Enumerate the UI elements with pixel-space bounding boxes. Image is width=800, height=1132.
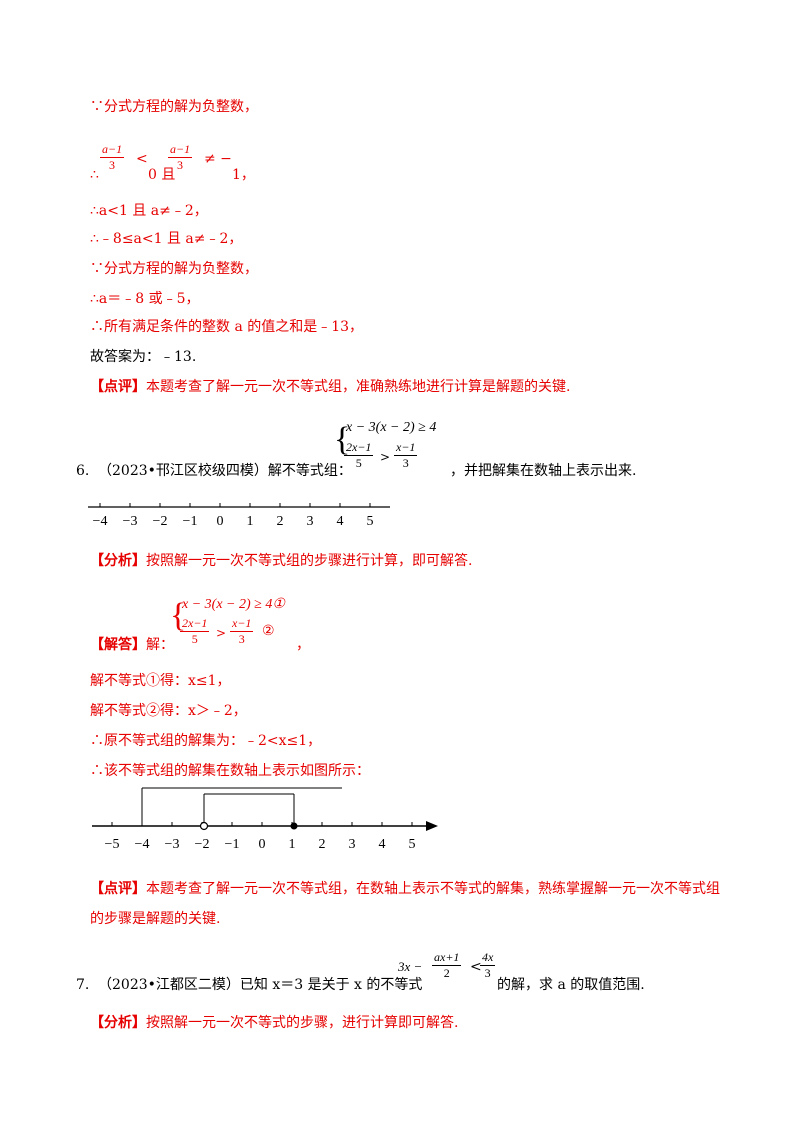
comment-text: 本题考查了解一元一次不等式组，准确熟练地进行计算是解题的关键. bbox=[146, 379, 571, 395]
solution-line: ∵分式方程的解为负整数， bbox=[90, 99, 258, 115]
axis-tick-label: 3 bbox=[349, 837, 356, 852]
axis-tick-label: −2 bbox=[153, 514, 168, 529]
axis-tick-label: −1 bbox=[225, 837, 240, 852]
axis-tick-label: −4 bbox=[135, 837, 150, 852]
closed-circle-marker bbox=[290, 822, 298, 830]
axis-tick-label: −3 bbox=[123, 514, 138, 529]
comment-text: 本题考查了解一元一次不等式组，在数轴上表示不等式的解集，熟练掌握解一元一次不等式… bbox=[146, 881, 720, 897]
less-than-sign: < bbox=[470, 959, 482, 975]
greater-than-sign: > bbox=[216, 626, 227, 640]
axis-tick-label: 2 bbox=[319, 837, 326, 852]
solution-line: 解不等式①得：x≤1， bbox=[90, 673, 231, 689]
question-text: ，并把解集在数轴上表示出来. bbox=[450, 463, 637, 479]
solution-line: ∴所有满足条件的整数 a 的值之和是﹣13， bbox=[90, 319, 364, 335]
greater-than-sign: > bbox=[380, 450, 391, 464]
number-line: −4 −3 −2 −1 0 1 2 3 4 5 bbox=[88, 503, 390, 529]
analysis-text: 按照解一元一次不等式组的步骤进行计算，即可解答. bbox=[146, 553, 473, 569]
answer-text: 解： bbox=[146, 637, 174, 653]
fraction: x−1 3 bbox=[230, 616, 254, 646]
axis-tick-label: −4 bbox=[93, 514, 108, 529]
axis-tick-label: 4 bbox=[337, 514, 344, 529]
comment-line: 【点评】本题考查了解一元一次不等式组，在数轴上表示不等式的解集，熟练掌握解一元一… bbox=[90, 880, 720, 898]
answer-line: 故答案为：﹣13. bbox=[90, 349, 197, 365]
solution-line: 解不等式②得：x＞﹣2， bbox=[90, 703, 247, 719]
fraction: a−1 3 bbox=[168, 142, 193, 172]
solution-line: ∴原不等式组的解集为：﹣2<x≤1， bbox=[90, 733, 322, 749]
analysis-line: 【分析】按照解一元一次不等式的步骤，进行计算即可解答. bbox=[90, 1014, 458, 1032]
comment-line: 【点评】本题考查了解一元一次不等式组，准确熟练地进行计算是解题的关键. bbox=[90, 378, 570, 396]
not-equal-sign: ≠ − bbox=[204, 151, 232, 167]
solution-text: 1， bbox=[232, 167, 255, 183]
axis-tick-label: −1 bbox=[183, 514, 198, 529]
answer-text: ， bbox=[296, 637, 310, 653]
axis-tick-label: 3 bbox=[307, 514, 314, 529]
analysis-text: 按照解一元一次不等式的步骤，进行计算即可解答. bbox=[146, 1015, 459, 1031]
inequality-lead: 3x − bbox=[398, 959, 423, 974]
open-circle-marker bbox=[199, 821, 209, 831]
axis-tick-label: 0 bbox=[217, 514, 224, 529]
question-source: （2023•邗江区校级四模）解不等式组： bbox=[98, 463, 352, 479]
therefore-symbol: ∴ bbox=[90, 167, 99, 183]
question-number: 6. bbox=[76, 463, 90, 479]
answer-line: 【解答】解： bbox=[90, 636, 174, 654]
question-text: 的解，求 a 的取值范围. bbox=[497, 977, 645, 993]
analysis-line: 【分析】按照解一元一次不等式组的步骤进行计算，即可解答. bbox=[90, 552, 472, 570]
solution-line: ∵分式方程的解为负整数， bbox=[90, 261, 258, 277]
fraction: x−1 3 bbox=[394, 440, 418, 470]
question-source: （2023•江都区二模）已知 x＝3 是关于 x 的不等式 bbox=[98, 977, 423, 993]
axis-tick-label: 1 bbox=[247, 514, 254, 529]
axis-tick-label: 5 bbox=[367, 514, 374, 529]
answer-tag: 【解答】 bbox=[90, 637, 146, 653]
circle-two-mark: ② bbox=[262, 623, 275, 639]
question-number: 7. bbox=[76, 977, 90, 993]
axis-tick-label: 4 bbox=[379, 837, 386, 852]
axis-tick-label: −3 bbox=[165, 837, 180, 852]
fraction: 2x−1 5 bbox=[344, 440, 374, 470]
solution-line: ∴a＝﹣8 或﹣5， bbox=[90, 291, 200, 307]
axis-tick-label: −2 bbox=[195, 837, 210, 852]
solution-text: 0 且 bbox=[148, 167, 176, 183]
fraction: 4x 3 bbox=[480, 950, 496, 980]
comment-tag: 【点评】 bbox=[90, 881, 146, 897]
fraction: ax+1 2 bbox=[432, 950, 462, 980]
axis-tick-label: 5 bbox=[409, 837, 416, 852]
solution-line: ∴a<1 且 a≠﹣2， bbox=[90, 203, 208, 219]
analysis-tag: 【分析】 bbox=[90, 553, 146, 569]
axis-tick-label: 0 bbox=[259, 837, 266, 852]
fraction: 2x−1 5 bbox=[180, 616, 210, 646]
solution-line: ∴﹣8≤a<1 且 a≠﹣2， bbox=[90, 231, 243, 247]
comment-tag: 【点评】 bbox=[90, 379, 146, 395]
analysis-tag: 【分析】 bbox=[90, 1015, 146, 1031]
comment-line: 的步骤是解题的关键. bbox=[90, 911, 221, 927]
axis-tick-label: 2 bbox=[277, 514, 284, 529]
less-than-sign: < bbox=[136, 151, 148, 167]
solution-line: ∴该不等式组的解集在数轴上表示如图所示： bbox=[90, 763, 370, 779]
solution-number-line: −5 −4 −3 −2 −1 0 1 2 3 4 5 bbox=[92, 787, 438, 852]
axis-tick-label: 1 bbox=[289, 837, 296, 852]
axis-tick-label: −5 bbox=[105, 837, 120, 852]
fraction: a−1 3 bbox=[100, 142, 125, 172]
